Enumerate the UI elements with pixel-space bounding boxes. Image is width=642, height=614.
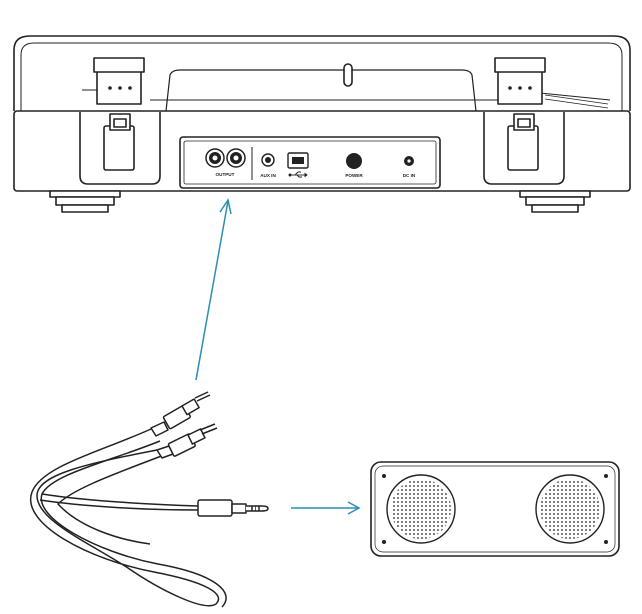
dust-cover bbox=[13, 35, 631, 111]
arrow-cable-to-speaker bbox=[291, 501, 361, 515]
external-speaker bbox=[370, 461, 620, 557]
hinge-right bbox=[494, 57, 546, 105]
dc-in-jack bbox=[404, 156, 414, 166]
rca-to-aux-cable bbox=[29, 391, 269, 608]
foot-left bbox=[49, 190, 121, 213]
aux-in-label: AUX IN bbox=[260, 173, 276, 178]
turntable-rear-view bbox=[13, 35, 631, 213]
aux-3-5mm-plug bbox=[197, 499, 269, 517]
rear-connector-panel: OUTPUT AUX IN POWER DC IN bbox=[179, 136, 441, 189]
rca-plug-1 bbox=[150, 391, 211, 437]
usb-icon bbox=[288, 171, 308, 178]
dc-in-label: DC IN bbox=[403, 173, 416, 178]
rca-output-jack-right bbox=[226, 148, 246, 168]
arrow-cable-to-output bbox=[195, 198, 232, 381]
foot-right bbox=[519, 190, 591, 213]
aux-in-jack bbox=[261, 153, 275, 167]
rca-plug-2 bbox=[156, 423, 218, 459]
hinge-bracket-left bbox=[79, 112, 161, 185]
rca-output-jack-left bbox=[205, 148, 225, 168]
speaker-grille-right bbox=[535, 474, 605, 544]
hinge-left bbox=[93, 57, 145, 105]
output-label: OUTPUT bbox=[216, 172, 235, 177]
power-button bbox=[346, 153, 362, 169]
hinge-bracket-right bbox=[483, 112, 565, 185]
speaker-grille-left bbox=[386, 474, 456, 544]
power-label: POWER bbox=[345, 173, 363, 178]
usb-port bbox=[287, 152, 309, 169]
